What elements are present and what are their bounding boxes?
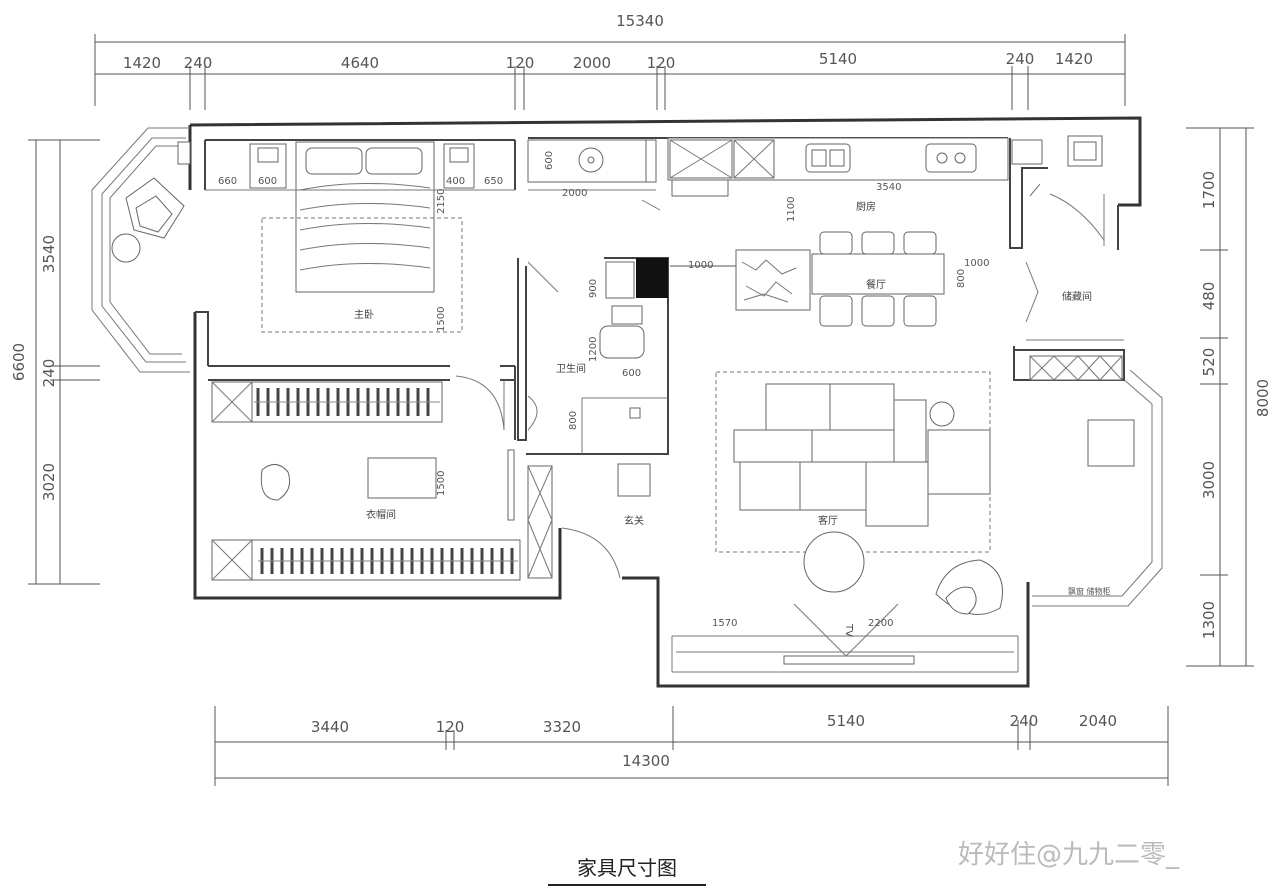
bottom-overall-dim: 14300 <box>622 752 670 770</box>
dim-balcony-1: 1570 <box>712 618 737 629</box>
right-dim-4: 3000 <box>1200 461 1218 499</box>
top-dim-2: 240 <box>184 54 213 72</box>
right-dim-5: 1300 <box>1200 601 1218 639</box>
dim-dining-width: 1000 <box>964 258 989 269</box>
hanger-row-bottom <box>258 548 518 574</box>
top-dim-7: 5140 <box>819 50 857 68</box>
dim-bed-depth: 2150 <box>436 189 447 214</box>
left-bay-window <box>91 127 191 373</box>
dining: 1000 1000 800 餐厅 <box>670 231 989 327</box>
room-label-cloakroom: 衣帽间 <box>366 508 396 521</box>
top-dim-8: 240 <box>1006 50 1035 68</box>
top-dim-6: 120 <box>647 54 676 72</box>
room-label-entry: 玄关 <box>624 514 644 527</box>
storage-room: 储藏间 <box>1009 135 1125 381</box>
right-dim-2: 480 <box>1200 282 1218 311</box>
dim-bed-left: 660 <box>218 176 237 187</box>
room-label-kitchen: 厨房 <box>856 200 876 213</box>
tv-wall: 1570 2200 TV <box>671 603 1019 673</box>
cloakroom: 1500 衣帽间 <box>211 381 521 581</box>
top-dim-9: 1420 <box>1055 50 1093 68</box>
right-overall-dim: 8000 <box>1254 379 1272 417</box>
right-bay-window: 飘窗 储物柜 <box>1032 369 1163 607</box>
bottom-dim-6: 2040 <box>1079 712 1117 730</box>
left-dim-1: 3540 <box>40 235 58 273</box>
dim-kitchen-gap: 1100 <box>786 197 797 222</box>
dim-bed-width: 1500 <box>436 307 447 332</box>
dim-kitchen-length: 3540 <box>876 182 901 193</box>
left-dim-3: 3020 <box>40 463 58 501</box>
top-dim-4: 120 <box>506 54 535 72</box>
room-label-living: 客厅 <box>818 514 838 527</box>
dim-bath-800: 800 <box>568 411 579 430</box>
top-dim-3: 4640 <box>341 54 379 72</box>
master-bedroom: 660 600 400 650 2150 1500 主卧 <box>205 141 515 333</box>
room-label-master-bedroom: 主卧 <box>354 308 374 321</box>
right-dim-1: 1700 <box>1200 171 1218 209</box>
dim-dining-depth: 800 <box>956 269 967 288</box>
exterior-walls <box>188 116 1142 688</box>
dim-bath-counter-width: 2000 <box>562 188 587 199</box>
dim-bath-600: 600 <box>622 368 641 379</box>
room-label-storage: 储藏间 <box>1062 290 1092 303</box>
room-label-dining: 餐厅 <box>866 278 886 291</box>
kitchen: 3540 1100 厨房 <box>641 137 1009 222</box>
hanger-row-top <box>254 388 440 416</box>
bottom-dim-1: 3440 <box>311 718 349 736</box>
left-dim-2: 240 <box>40 359 58 388</box>
bathroom: 600 2000 900 1200 600 800 卫生间 <box>517 139 669 455</box>
entry: 玄关 <box>527 463 651 579</box>
top-dimensions: 15340 1420 240 4640 120 2000 120 5140 24… <box>94 12 1126 110</box>
right-dim-3: 520 <box>1200 348 1218 377</box>
right-dimensions: 1700 480 520 3000 1300 8000 <box>1186 127 1272 667</box>
bottom-dim-4: 5140 <box>827 712 865 730</box>
room-label-bathroom: 卫生间 <box>556 362 586 375</box>
bottom-dim-3: 3320 <box>543 718 581 736</box>
dim-bath-900: 900 <box>588 279 599 298</box>
living-room: 客厅 <box>715 371 1135 615</box>
top-dim-1: 1420 <box>123 54 161 72</box>
dim-island: 1000 <box>688 260 713 271</box>
left-dimensions: 6600 3540 240 3020 <box>10 139 100 585</box>
bottom-dim-5: 240 <box>1010 712 1039 730</box>
bottom-dimensions: 3440 120 3320 5140 240 2040 14300 <box>214 706 1169 786</box>
top-overall-dim: 15340 <box>616 12 664 30</box>
interior-walls-left <box>195 311 516 440</box>
dim-bath-1200: 1200 <box>588 337 599 362</box>
dim-bed-nightstand-left: 600 <box>258 176 277 187</box>
dim-balcony-2: 2200 <box>868 618 893 629</box>
dim-bed-nightstand-right: 400 <box>446 176 465 187</box>
drawing-caption: 家具尺寸图 <box>548 852 706 886</box>
left-overall-dim: 6600 <box>10 343 28 381</box>
watermark: 好好住@九九二零_ <box>958 840 1180 870</box>
dim-bed-right: 650 <box>484 176 503 187</box>
shaft-block <box>636 258 668 298</box>
tv-label: TV <box>843 623 854 637</box>
balcony-note-label: 飘窗 储物柜 <box>1068 586 1111 596</box>
dim-desk-width: 1500 <box>436 471 447 496</box>
dim-bath-counter-depth: 600 <box>544 151 555 170</box>
top-dim-5: 2000 <box>573 54 611 72</box>
bottom-dim-2: 120 <box>436 718 465 736</box>
